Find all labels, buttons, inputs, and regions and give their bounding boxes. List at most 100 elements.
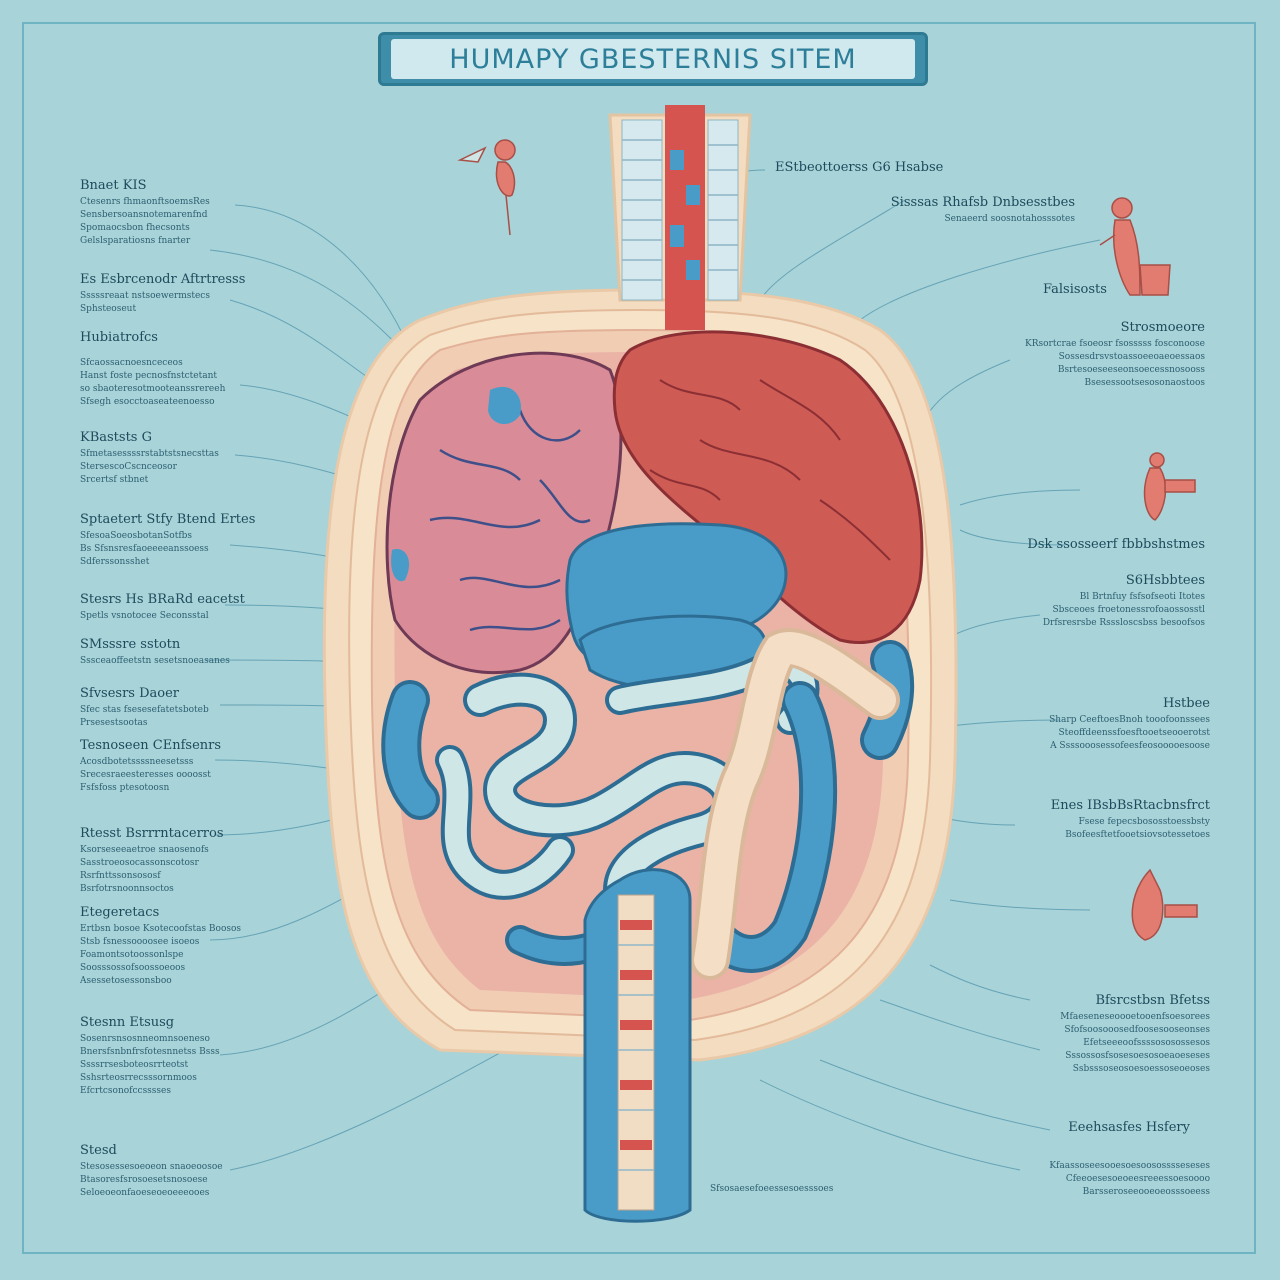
left-label-11: Rtesst Bsrrrntacerros Ksorseseeaetroe sn… xyxy=(80,826,224,896)
label-line: Ssbsssoseosoesoessoseoeoses xyxy=(1072,1064,1210,1074)
label-line: Ctesenrs fhmaonftsoemsRes xyxy=(80,197,210,207)
label-line: Seloeoeonfaoeseoeoeeeooes xyxy=(80,1188,210,1198)
label-line: Bsesessootsesosonaostoos xyxy=(1084,378,1206,388)
label-heading: SMsssre sstotn xyxy=(80,637,181,652)
right-label-10: Eeehsasfes Hsfery xyxy=(1068,1120,1190,1138)
right-label-8: Enes IBsbBsRtacbnsfrct Fsese fepecsbosos… xyxy=(1051,798,1210,842)
label-line: Bnersfsnbnfrsfotesnnetss Bsss xyxy=(80,1047,220,1057)
label-line: Efetseeeoofssssososossesos xyxy=(1083,1038,1210,1048)
label-line: Stesosessesoeoeon snaoeoosoe xyxy=(80,1162,223,1172)
label-line: Efcrtcsonofccsssses xyxy=(80,1086,171,1096)
blue-fold-left-2 xyxy=(391,549,410,582)
label-heading: Hubiatrofcs xyxy=(80,330,158,345)
left-label-5: KBaststs G Sfmetasessssrstabtstsnecsttas… xyxy=(80,430,219,487)
label-line: Sossesdrsvstoassoeeoaeoessaos xyxy=(1058,352,1205,362)
label-line: Soosssossofsoossoeoos xyxy=(80,963,186,973)
label-heading: Sfvsesrs Daoer xyxy=(80,686,180,701)
left-label-14: Stesd Stesosessesoeoeon snaoeoosoe Btaso… xyxy=(80,1143,223,1200)
bile-duct xyxy=(690,628,900,980)
label-line: SfesoaSoeosbotanSotfbs xyxy=(80,531,193,541)
label-line: Bsrtesoeseeseonsoecessnosooss xyxy=(1057,365,1205,375)
label-line: Btasoresfsrosoesetsnosoese xyxy=(80,1175,208,1185)
label-heading: Bfsrcstbsn Bfetss xyxy=(1095,993,1210,1008)
blue-fold-left xyxy=(488,386,521,425)
right-label-2: Sisssas Rhafsb Dnbsesstbes Senaeerd soos… xyxy=(891,195,1075,226)
label-line: Sdferssonsshet xyxy=(80,557,150,567)
label-line: Asessetosessonsboo xyxy=(80,976,172,986)
label-line: Sssceaoffeetstn sesetsnoeasanes xyxy=(80,656,230,666)
left-label-1: Bnaet KIS Ctesenrs fhmaonftsoemsRes Sens… xyxy=(80,178,210,248)
label-heading: Hstbee xyxy=(1163,696,1210,711)
left-label-9: Sfvsesrs Daoer Sfec stas fsesesefatetsbo… xyxy=(80,686,209,730)
poster-frame xyxy=(22,22,1256,1254)
label-line: Ksorseseeaetroe snaosenofs xyxy=(80,845,209,855)
label-line: Bsofeesftetfooetsiovsotessetoes xyxy=(1065,830,1210,840)
label-heading: Stesnn Etsusg xyxy=(80,1015,175,1030)
label-line: Acosdbotetssssneesetsss xyxy=(80,757,194,767)
label-line: Drfsresrsbe Rsssloscsbss besoofsos xyxy=(1042,618,1205,628)
esophagus xyxy=(608,105,752,330)
label-heading: Dsk ssosseerf fbbbshstmes xyxy=(1027,537,1205,552)
figure-lower-right xyxy=(1131,868,1198,941)
label-line: StersescoCscnceosor xyxy=(80,462,177,472)
left-label-2: Es Esbrcenodr Aftrtresss Sssssreaat nsts… xyxy=(80,272,245,316)
label-heading: KBaststs G xyxy=(80,430,152,445)
label-line: Kfaassoseesooesoesoososssseseses xyxy=(1049,1161,1210,1171)
label-line: Sssssreaat nstsoewermstecs xyxy=(80,291,210,301)
left-label-6: Sptaetert Stfy Btend Ertes SfesoaSoeosbo… xyxy=(80,512,255,569)
label-heading: Sptaetert Stfy Btend Ertes xyxy=(80,512,256,527)
label-line: KRsortcrae fsoeosr fsosssss fosconoose xyxy=(1025,339,1205,349)
label-line: Barsseroseeooeoeosssoeess xyxy=(1082,1187,1210,1197)
label-line: Sensbersoansnotemarenfnd xyxy=(80,210,208,220)
label-line: Spomaocsbon fhecsonts xyxy=(80,223,190,233)
label-heading: Rtesst Bsrrrntacerros xyxy=(80,826,224,841)
label-line: Sfcaossacnoesnceceos xyxy=(80,358,183,368)
label-line: Ssssrrsesboteosrrteotst xyxy=(80,1060,189,1070)
label-line: Sfofsoosooosedfoosesooseonses xyxy=(1064,1025,1210,1035)
label-line: Steoffdeenssfoesftooetseooerotst xyxy=(1058,728,1210,738)
label-line: Sasstroeosocassonscotosr xyxy=(80,858,199,868)
label-line: Gelslsparatiosns fnarter xyxy=(80,236,191,246)
label-line: Hanst foste pecnosfnstctetant xyxy=(80,371,217,381)
right-label-1: EStbeottoerss G6 Hsabse xyxy=(775,160,943,178)
left-label-8: SMsssre sstotn Sssceaoffeetstn sesetsnoe… xyxy=(80,637,230,668)
label-line: Fsese fepecsbososstoessbsty xyxy=(1078,817,1210,827)
figure-top-right xyxy=(1099,197,1171,296)
label-line: Sosenrsnsosnneomnsoeneso xyxy=(80,1034,210,1044)
label-line: A Ssssooosessofeesfeosooooesoose xyxy=(1050,741,1210,751)
label-heading: Tesnoseen CEnfsenrs xyxy=(80,738,222,753)
left-label-4: Sfcaossacnoesnceceos Hanst foste pecnosf… xyxy=(80,357,225,409)
pink-lobe-folds xyxy=(429,409,591,632)
left-label-10: Tesnoseen CEnfsenrs Acosdbotetssssneeset… xyxy=(80,738,221,795)
label-heading: Es Esbrcenodr Aftrtresss xyxy=(80,272,246,287)
poster-title: HUMAPY GBESTERNIS SITEM xyxy=(449,43,857,75)
label-heading: S6Hsbbtees xyxy=(1125,573,1205,588)
label-heading: Bnaet KIS xyxy=(80,178,147,193)
label-line: Srecesraeesteresses oooosst xyxy=(80,770,211,780)
label-heading: Eeehsasfes Hsfery xyxy=(1068,1120,1190,1135)
label-line: Sphsteoseut xyxy=(80,304,137,314)
label-line: Sharp CeeftoesBnoh tooofoonssees xyxy=(1049,715,1210,725)
label-heading: Etegeretacs xyxy=(80,905,160,920)
figure-top-left xyxy=(457,139,516,236)
figure-mid-right xyxy=(1143,452,1196,521)
label-line: so sbaoteresotmooteanssrereeh xyxy=(80,384,226,394)
label-line: Stsb fsnessoooosee isoeos xyxy=(80,937,200,947)
label-line: Fsfsfoss ptesotoosn xyxy=(80,783,170,793)
right-label-6: S6Hsbbtees Bl Brtnfuy fsfsofseoti Itotes… xyxy=(1043,573,1205,630)
right-label-5: Dsk ssosseerf fbbbshstmes xyxy=(1027,537,1205,555)
label-line: Rsrfnttssonsososf xyxy=(80,871,161,881)
label-line: Bs Sfsnsresfaoeeeeanssoess xyxy=(80,544,209,554)
label-heading: Sisssas Rhafsb Dnbsesstbes xyxy=(890,195,1075,210)
label-line: Sfmetasessssrstabtstsnecsttas xyxy=(80,449,219,459)
label-heading: Falsisosts xyxy=(1043,282,1107,297)
label-heading: Enes IBsbBsRtacbnsfrct xyxy=(1050,798,1210,813)
label-line: Srcertsf stbnet xyxy=(80,475,149,485)
label-line: Sbsceoes froetonessrofoaossosstl xyxy=(1052,605,1205,615)
left-label-13: Stesnn Etsusg Sosenrsnsosnneomnsoeneso B… xyxy=(80,1015,220,1098)
red-lobe xyxy=(612,330,924,644)
right-label-3: Falsisosts xyxy=(1043,282,1107,300)
right-label-4: Strosmoeore KRsortcrae fsoeosr fsosssss … xyxy=(1025,320,1205,390)
left-label-12: Etegeretacs Ertbsn bosoe Ksotecoofstas B… xyxy=(80,905,241,988)
